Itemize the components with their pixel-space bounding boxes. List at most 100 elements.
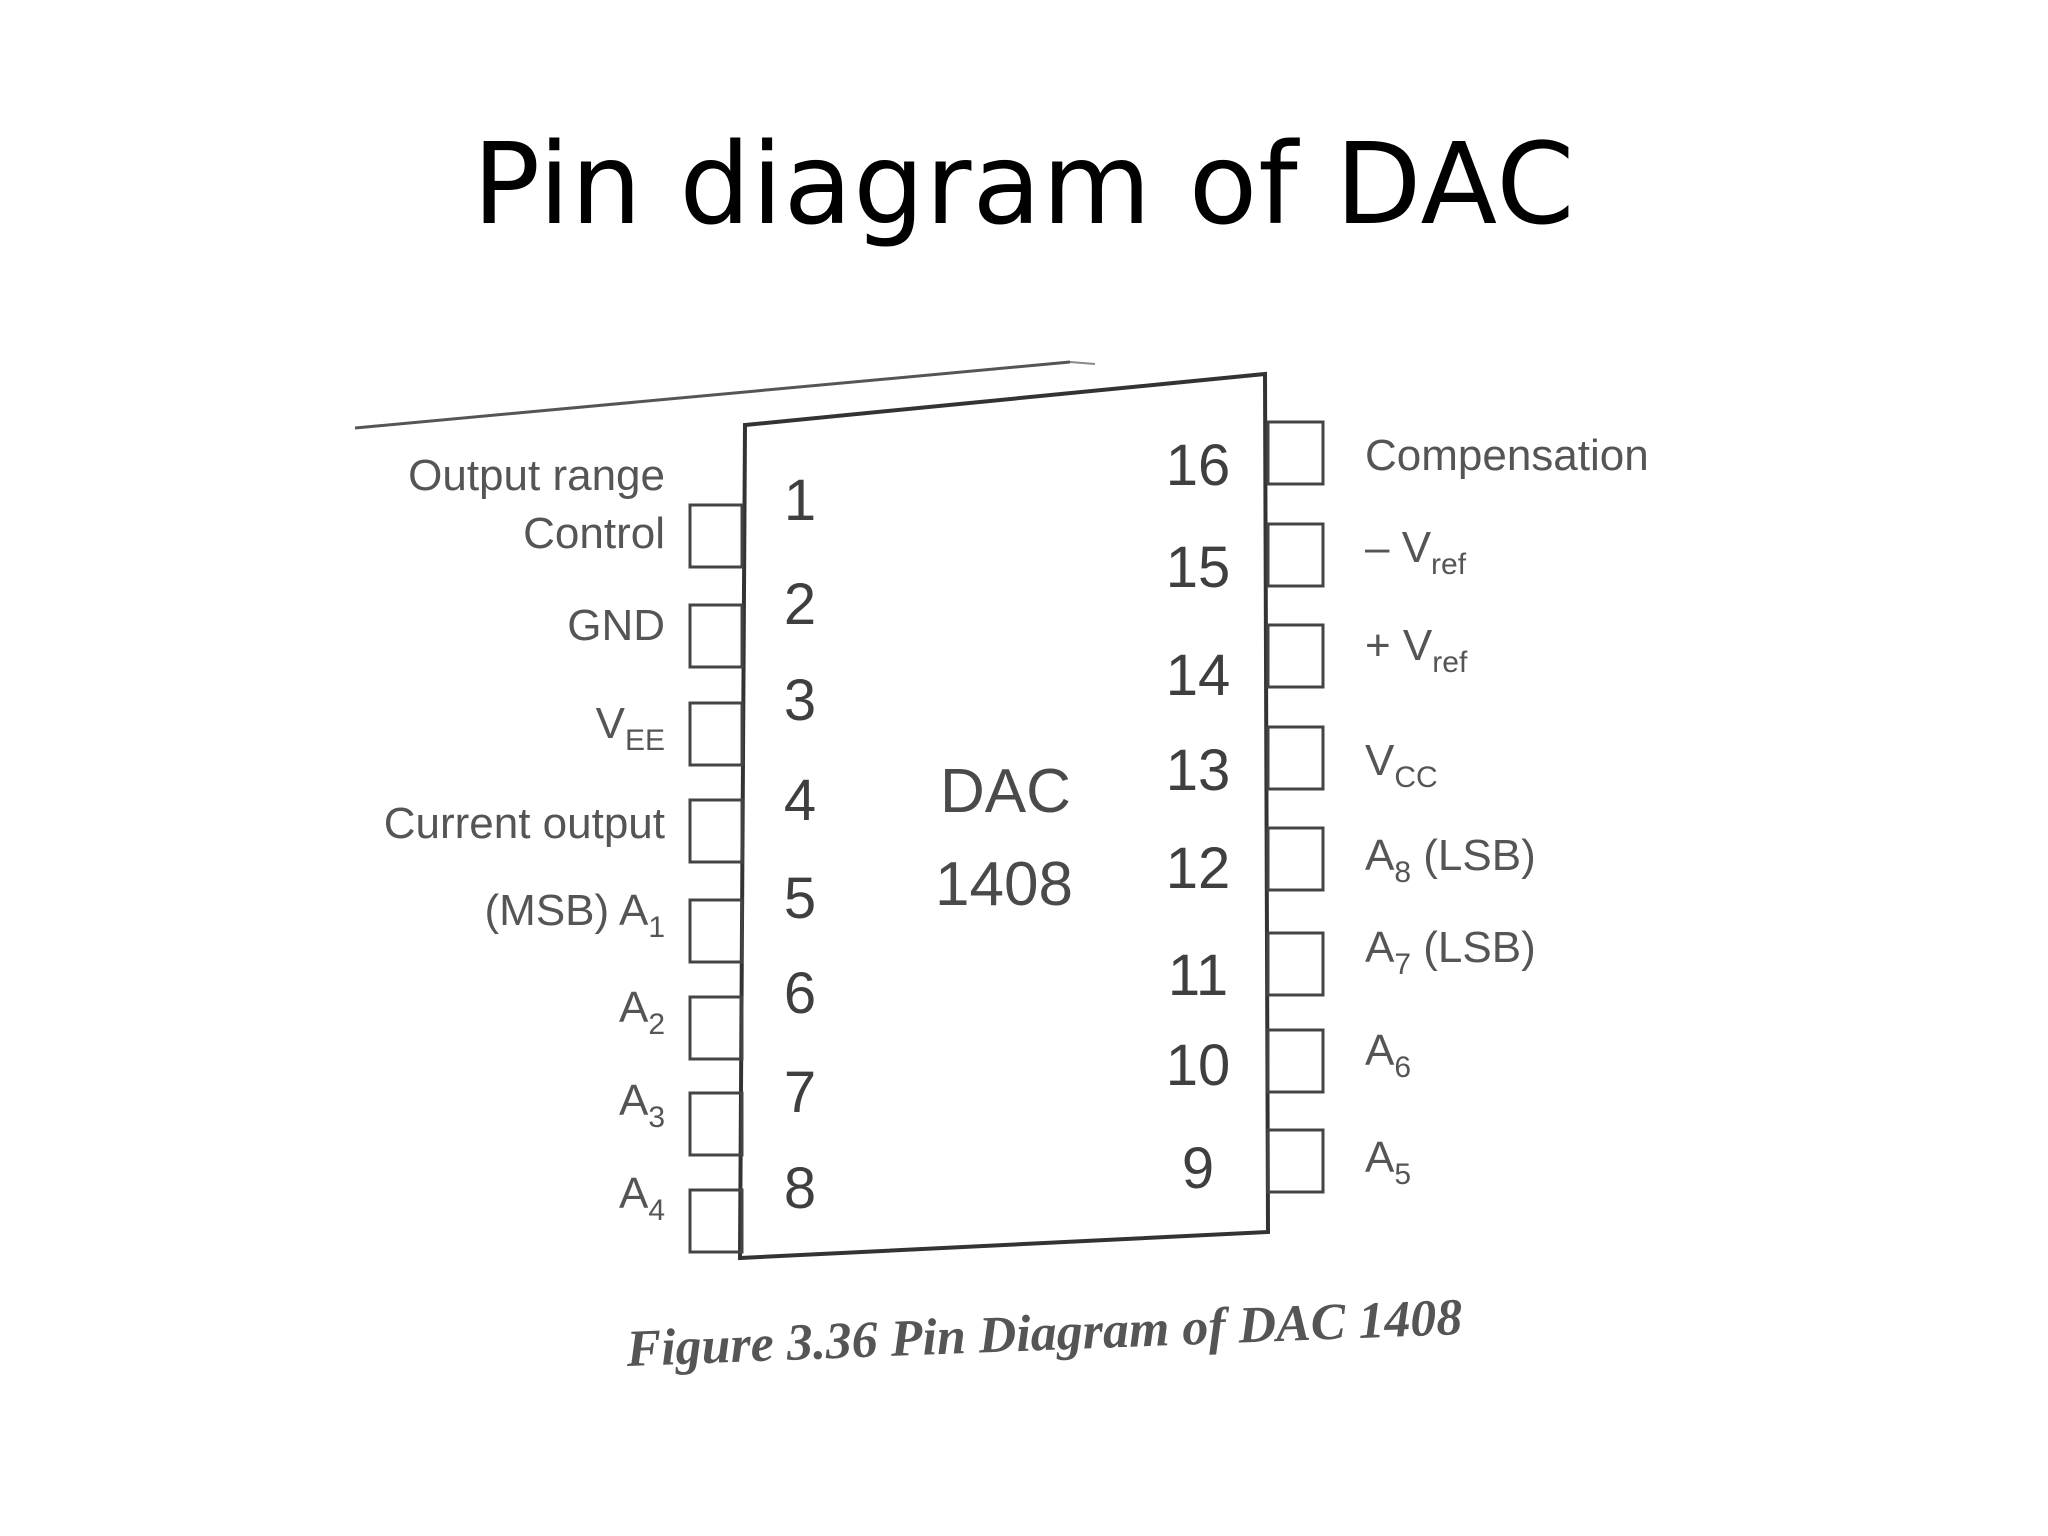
pin-label: + Vref <box>1365 621 1468 679</box>
left-pin-3: 3 VEE <box>596 668 816 767</box>
pin-pad <box>688 701 744 767</box>
right-pin-13: 13 VCC <box>1166 725 1438 803</box>
chip-name-line2: 1408 <box>935 850 1073 919</box>
pin-pad <box>1266 420 1325 486</box>
pin-label-subscript: 5 <box>1394 1158 1411 1191</box>
pin-label-text: A <box>1365 1133 1395 1182</box>
pin-label: A5 <box>1365 1133 1411 1191</box>
chip-name-line1: DAC <box>940 757 1071 826</box>
pin-pad <box>688 1091 744 1157</box>
pin-label: A8 (LSB) <box>1365 831 1536 889</box>
pin-label: A3 <box>619 1076 665 1134</box>
right-pin-12: 12 A8 (LSB) <box>1166 826 1536 901</box>
pin-label-text: A <box>1365 923 1395 972</box>
pin-label-text: V <box>596 699 626 748</box>
pin-number: 3 <box>784 668 816 733</box>
pin-number: 8 <box>784 1156 816 1221</box>
pin-pad <box>1266 1028 1325 1094</box>
page-edge-line <box>1069 361 1096 365</box>
pin-label-subscript: EE <box>625 724 665 757</box>
pin-label-text: Current output <box>384 799 665 848</box>
pin-label-line: Control <box>523 509 665 558</box>
pin-label-subscript: 4 <box>648 1194 665 1227</box>
pin-number: 5 <box>784 866 816 931</box>
pin-number: 13 <box>1166 738 1231 803</box>
pin-label-subscript: 1 <box>648 911 665 944</box>
left-pin-6: 6 A2 <box>619 961 816 1061</box>
pin-label: Compensation <box>1365 431 1649 480</box>
pin-label: VEE <box>596 699 665 757</box>
pin-pad <box>1266 623 1325 689</box>
pin-label-text: A <box>619 983 649 1032</box>
pin-label-line: Output range <box>408 451 665 500</box>
pin-number: 15 <box>1166 535 1231 600</box>
pin-label-suffix: (LSB) <box>1411 831 1536 880</box>
pin-label: VCC <box>1365 736 1438 794</box>
right-pin-16: 16 Compensation <box>1166 420 1649 498</box>
pin-label: A4 <box>619 1169 665 1227</box>
pin-label-text: + V <box>1365 621 1433 670</box>
left-pin-4: 4 Current output <box>384 768 816 864</box>
pin-label-text: (MSB) A <box>485 886 649 935</box>
pin-label-subscript: ref <box>1432 646 1468 679</box>
left-pin-2: 2 GND <box>567 572 816 669</box>
pin-number: 10 <box>1166 1033 1231 1098</box>
pin-label: Current output <box>384 799 665 848</box>
right-pin-14: 14 + Vref <box>1166 621 1468 708</box>
pin-number: 9 <box>1182 1136 1214 1201</box>
pin-number: 7 <box>784 1060 816 1125</box>
pin-pad <box>688 603 744 669</box>
pin-label: – Vref <box>1365 523 1467 581</box>
pin-label-subscript: CC <box>1394 761 1437 794</box>
pin-number: 14 <box>1166 643 1231 708</box>
pin-pad <box>1266 1128 1325 1194</box>
right-pin-15: 15 – Vref <box>1166 522 1467 600</box>
pin-label: (MSB) A1 <box>485 886 665 944</box>
pin-label-text: – V <box>1365 523 1432 572</box>
page-edge-line <box>354 360 1071 430</box>
pin-number: 4 <box>784 768 816 833</box>
pin-label-subscript: 3 <box>648 1101 665 1134</box>
left-pin-7: 7 A3 <box>619 1060 816 1157</box>
pin-number: 16 <box>1166 433 1231 498</box>
pin-pad <box>688 1188 744 1254</box>
pin-label: A6 <box>1365 1026 1411 1084</box>
pin-label-subscript: 6 <box>1394 1051 1411 1084</box>
pin-label-subscript: ref <box>1431 548 1467 581</box>
pin-number: 12 <box>1166 836 1231 901</box>
figure-caption: Figure 3.36 Pin Diagram of DAC 1408 <box>624 1289 1463 1378</box>
pin-label-subscript: 7 <box>1394 948 1411 981</box>
pin-label-subscript: 8 <box>1394 856 1411 889</box>
ic-body <box>737 371 1271 1261</box>
pin-label-text: A <box>1365 1026 1395 1075</box>
pin-label: GND <box>567 601 665 650</box>
pin-number: 2 <box>784 572 816 637</box>
pin-pad <box>1266 826 1325 892</box>
pin-number: 6 <box>784 961 816 1026</box>
pin-pad <box>1266 522 1325 588</box>
pin-label-text: A <box>619 1076 649 1125</box>
pin-label-text: V <box>1365 736 1395 785</box>
pin-pad <box>1266 725 1325 791</box>
pin-label: A7 (LSB) <box>1365 923 1536 981</box>
slide-title: Pin diagram of DAC <box>472 120 1576 250</box>
right-pin-9: 9 A5 <box>1182 1128 1411 1201</box>
pin-label-text: Compensation <box>1365 431 1649 480</box>
pin-label-text: GND <box>567 601 665 650</box>
pin-pad <box>688 995 744 1061</box>
pin-pad <box>688 898 744 964</box>
pin-label-subscript: 2 <box>648 1008 665 1041</box>
pin-pad <box>688 503 744 569</box>
pin-number: 1 <box>784 468 816 533</box>
pin-pad <box>688 798 744 864</box>
left-pin-5: 5 (MSB) A1 <box>485 866 816 964</box>
pin-label: A2 <box>619 983 665 1041</box>
pin-pad <box>1266 931 1325 997</box>
pin-label-text: A <box>619 1169 649 1218</box>
left-pin-8: 8 A4 <box>619 1156 816 1254</box>
